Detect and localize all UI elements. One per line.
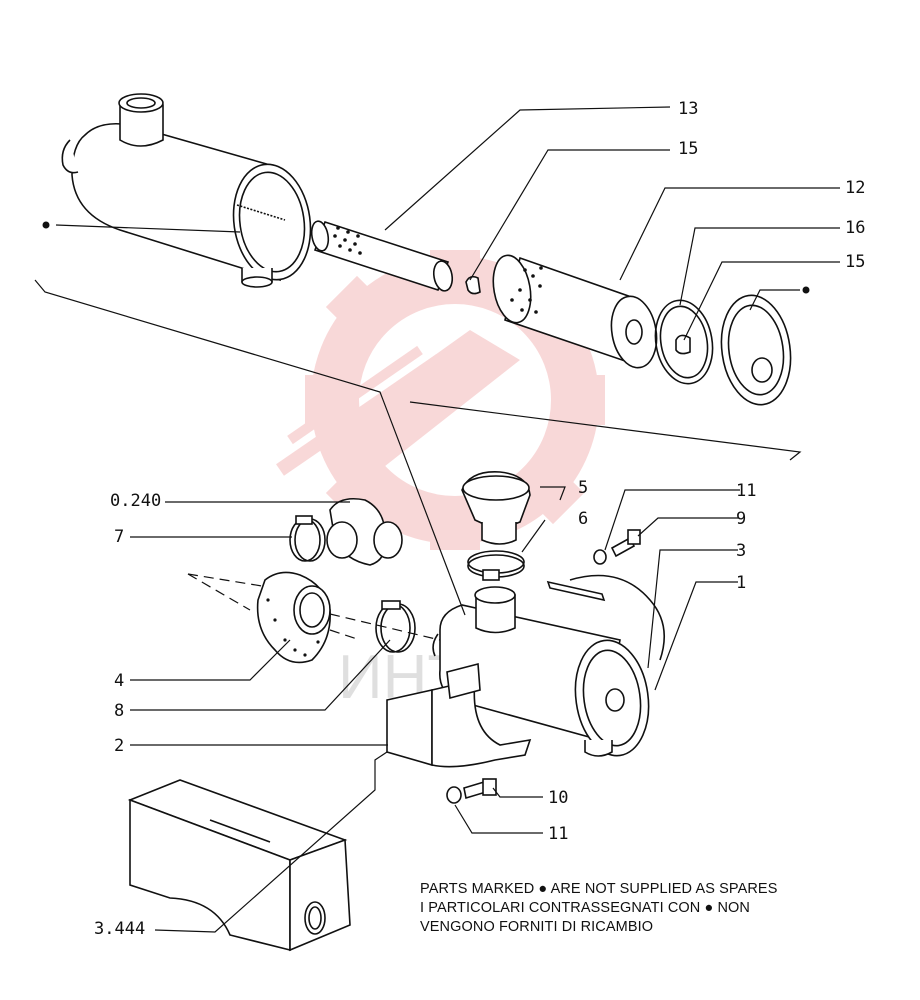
mounting-strap-3: [546, 574, 666, 661]
callout-16: 16: [845, 218, 865, 238]
bolt-10: [463, 778, 497, 800]
callout-7: 7: [114, 527, 124, 547]
marker-dot-upper-housing: [42, 221, 50, 229]
callout-3444: 3.444: [94, 919, 145, 939]
washer-11-lower: [446, 786, 462, 804]
callout-15-upper: 15: [678, 139, 698, 159]
washer-11-upper: [593, 549, 607, 565]
wing-nut-15-upper: [465, 275, 481, 295]
gasket-ring-16: [654, 299, 714, 385]
hose-clamp-8: [375, 600, 416, 653]
cover-box-3444: [127, 779, 351, 952]
callout-2: 2: [114, 736, 124, 756]
end-cover: [720, 294, 792, 406]
callout-labels: 13 15 12 16 15 0.240 5 11 7 6 9 3 1 4 8 …: [94, 99, 865, 939]
callout-5: 5: [578, 478, 588, 498]
precleaner-cap-5: [461, 471, 531, 545]
spares-note: PARTS MARKED ● ARE NOT SUPPLIED AS SPARE…: [420, 880, 900, 937]
leader-lines: [34, 106, 840, 933]
note-line-italian-1: I PARTICOLARI CONTRASSEGNATI CON ● NON: [420, 900, 750, 916]
callout-12: 12: [845, 178, 865, 198]
callout-6: 6: [578, 509, 588, 529]
note-line-italian-2: VENGONO FORNITI DI RICAMBIO: [420, 919, 654, 935]
bolt-9: [610, 529, 641, 558]
elbow-hose-0240: [326, 497, 403, 566]
callout-11-upper: 11: [736, 481, 756, 501]
callout-9: 9: [736, 509, 746, 529]
note-line-english: PARTS MARKED ● ARE NOT SUPPLIED AS SPARE…: [420, 881, 778, 897]
lower-filter-housing-1: [432, 586, 650, 757]
callout-8: 8: [114, 701, 124, 721]
callout-0240: 0.240: [110, 491, 161, 511]
upper-filter-housing: [61, 93, 312, 288]
rubber-elbow-4: [256, 571, 331, 664]
hose-clamp-6: [467, 550, 525, 581]
callout-15-lower: 15: [845, 252, 865, 272]
callout-11-lower: 11: [548, 824, 568, 844]
callout-3: 3: [736, 541, 746, 561]
callout-4: 4: [114, 671, 124, 691]
support-bracket-2: [386, 662, 532, 768]
watermark-gear-logo: [276, 250, 605, 550]
callout-1: 1: [736, 573, 746, 593]
marker-dot-end-cover: [802, 286, 810, 294]
callout-13: 13: [678, 99, 698, 119]
perforated-tube-13: [310, 220, 454, 292]
filter-cartridge-12: [492, 254, 658, 369]
hose-clamp-7: [289, 515, 326, 562]
callout-10: 10: [548, 788, 568, 808]
